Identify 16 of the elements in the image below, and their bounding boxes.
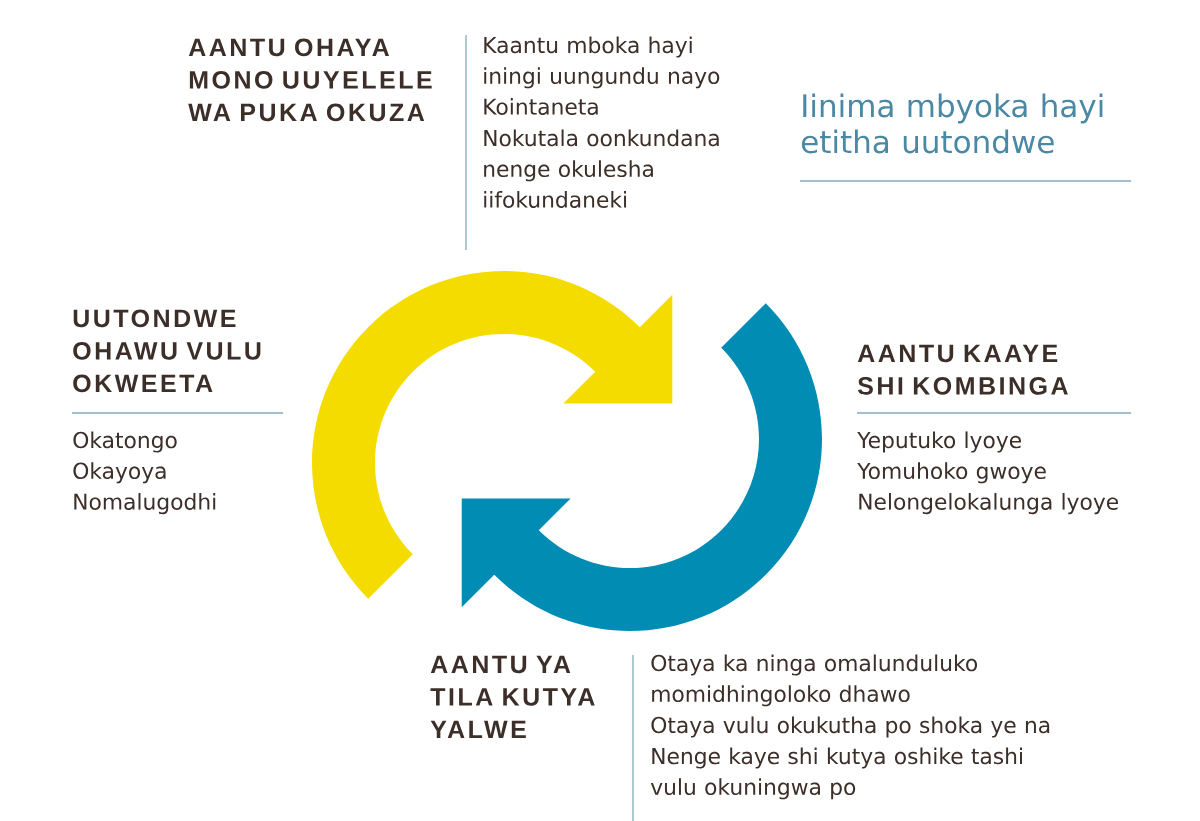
list-item: Nomalugodhi	[74, 493, 216, 515]
list-item: Kaantu mboka hayi iningi uungundu nayo Kointaneta	[484, 36, 720, 115]
title: Iinima mbyoka hayi etitha uutondwe	[801, 93, 1103, 154]
list-item: Otaya ka ninga omalunduluko momidhingoloko dhawo	[651, 654, 977, 707]
list-item: Yeputuko lyoye	[857, 431, 1021, 453]
list-item: Okatongo	[73, 431, 177, 453]
heading: AANTU YA TILA KUTYA YALWE	[430, 655, 595, 738]
heading: AANTU OHAYA MONO UUYELELE WA PUKA OKUZA	[188, 38, 432, 122]
list-item: Otaya vulu okukutha po shoka ye na	[651, 716, 1050, 738]
list-item: Nenge kaye shi kutya oshike tashi vulu okuningwa po	[650, 747, 1022, 800]
list-item: Nokutala oonkundana nenge okulesha iifokundaneki	[484, 129, 719, 208]
heading: UUTONDWE OHAWU VULU OKWEETA	[73, 309, 261, 393]
list-item: Okayoya	[73, 462, 166, 484]
list-item: Nelongelokalunga lyoye	[859, 493, 1118, 515]
list-item: Yomuhoko gwoye	[857, 462, 1046, 484]
heading: AANTU KAAYE SHI KOMBINGA	[857, 344, 1068, 395]
